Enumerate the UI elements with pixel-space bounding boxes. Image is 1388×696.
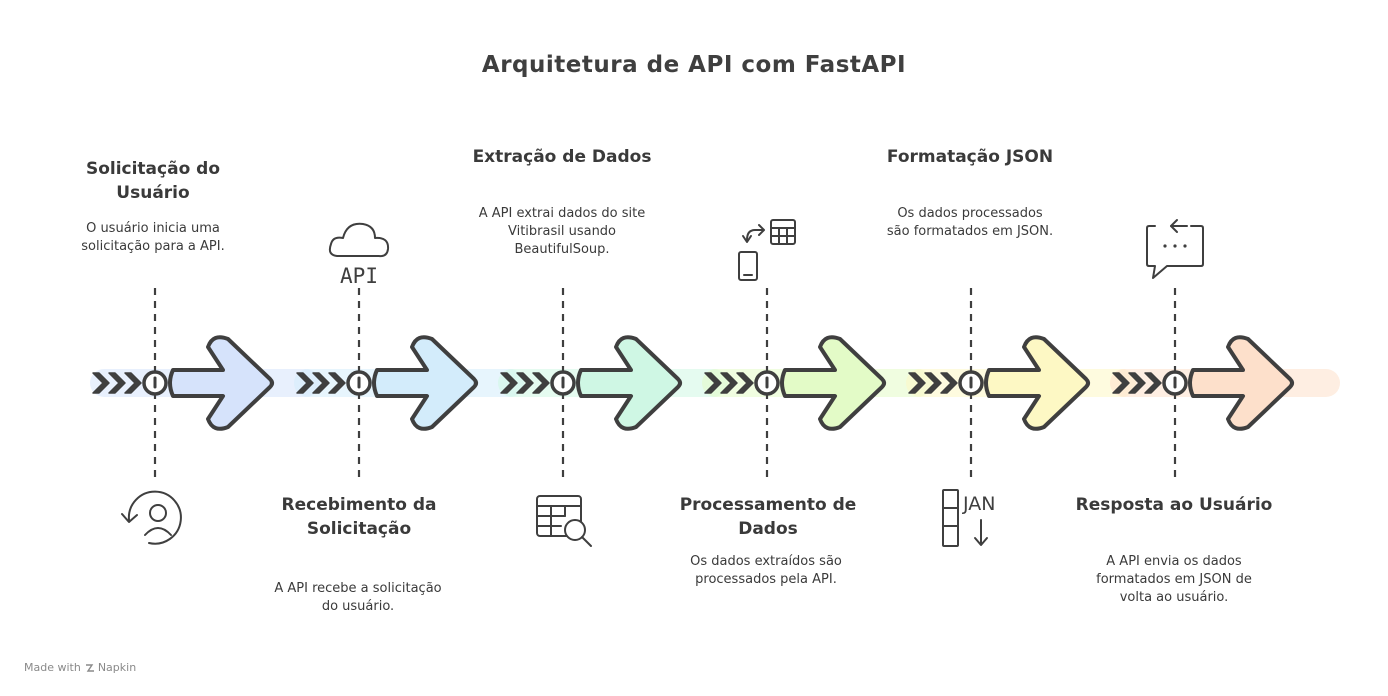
chat-reply-icon (1146, 219, 1204, 279)
step-3-description: A API extrai dados do site Vitibrasil us… (478, 206, 646, 257)
chevron-icon (92, 372, 110, 394)
chevron-icon (1128, 372, 1146, 394)
step-5-description: Os dados processados são formatados em J… (886, 206, 1054, 239)
chevron-icon (924, 372, 942, 394)
chevron-icon (124, 372, 142, 394)
step-6-description: A API envia os dados formatados em JSON … (1096, 554, 1252, 605)
jan-icon-label: JAN (962, 493, 995, 515)
step-5-title: Formatação JSON (886, 147, 1054, 167)
chevron-icon (720, 372, 738, 394)
step-1-title: Solicitação do Usuário (85, 159, 221, 203)
footer: Made with Napkin (24, 661, 136, 674)
footer-brand: Napkin (97, 661, 137, 674)
step-2-title: Recebimento da Solicitação (281, 495, 437, 539)
chevron-icon (908, 372, 926, 394)
timeline-step-6 (1110, 219, 1340, 482)
cloud-api-icon: API (328, 222, 390, 288)
arrow-shape (1188, 335, 1294, 431)
user-refresh-icon (121, 490, 182, 545)
step-4-title: Processamento de Dados (679, 495, 857, 539)
chevron-icon (704, 372, 722, 394)
step-3-title: Extração de Dados (472, 147, 652, 167)
timeline-step-1 (90, 288, 320, 545)
chevron-icon (296, 372, 314, 394)
arrow-shape (168, 335, 274, 431)
chevron-icon (736, 372, 754, 394)
chevron-icon (500, 372, 518, 394)
step-4-description: Os dados extraídos são processados pela … (690, 554, 842, 587)
timeline-step-4 (702, 219, 932, 482)
arrow-shape (372, 335, 478, 431)
chevron-icon (312, 372, 330, 394)
table-search-icon (536, 495, 592, 547)
calendar-sort-icon: JAN (942, 489, 995, 547)
napkin-logo-icon (85, 663, 94, 672)
chevron-icon (108, 372, 126, 394)
step-6-title: Resposta ao Usuário (1075, 495, 1273, 515)
arrow-shape (780, 335, 886, 431)
arrow-shape (576, 335, 682, 431)
chevron-icon (940, 372, 958, 394)
chevron-icon (516, 372, 534, 394)
arrow-shape (984, 335, 1090, 431)
chevron-icon (1144, 372, 1162, 394)
device-table-icon (738, 219, 796, 281)
step-1-description: O usuário inicia uma solicitação para a … (81, 221, 225, 254)
timeline-step-3 (498, 288, 728, 547)
footer-prefix: Made with (24, 661, 81, 674)
page-title: Arquitetura de API com FastAPI (481, 52, 907, 78)
chevron-icon (328, 372, 346, 394)
api-icon-label: API (340, 264, 378, 288)
chevron-icon (532, 372, 550, 394)
chevron-icon (1112, 372, 1130, 394)
timeline-step-5: JAN (906, 288, 1136, 547)
napkin-brand[interactable]: Napkin (85, 661, 136, 674)
step-2-description: A API recebe a solicitação do usuário. (274, 581, 442, 614)
timeline-step-2: API (294, 222, 524, 482)
